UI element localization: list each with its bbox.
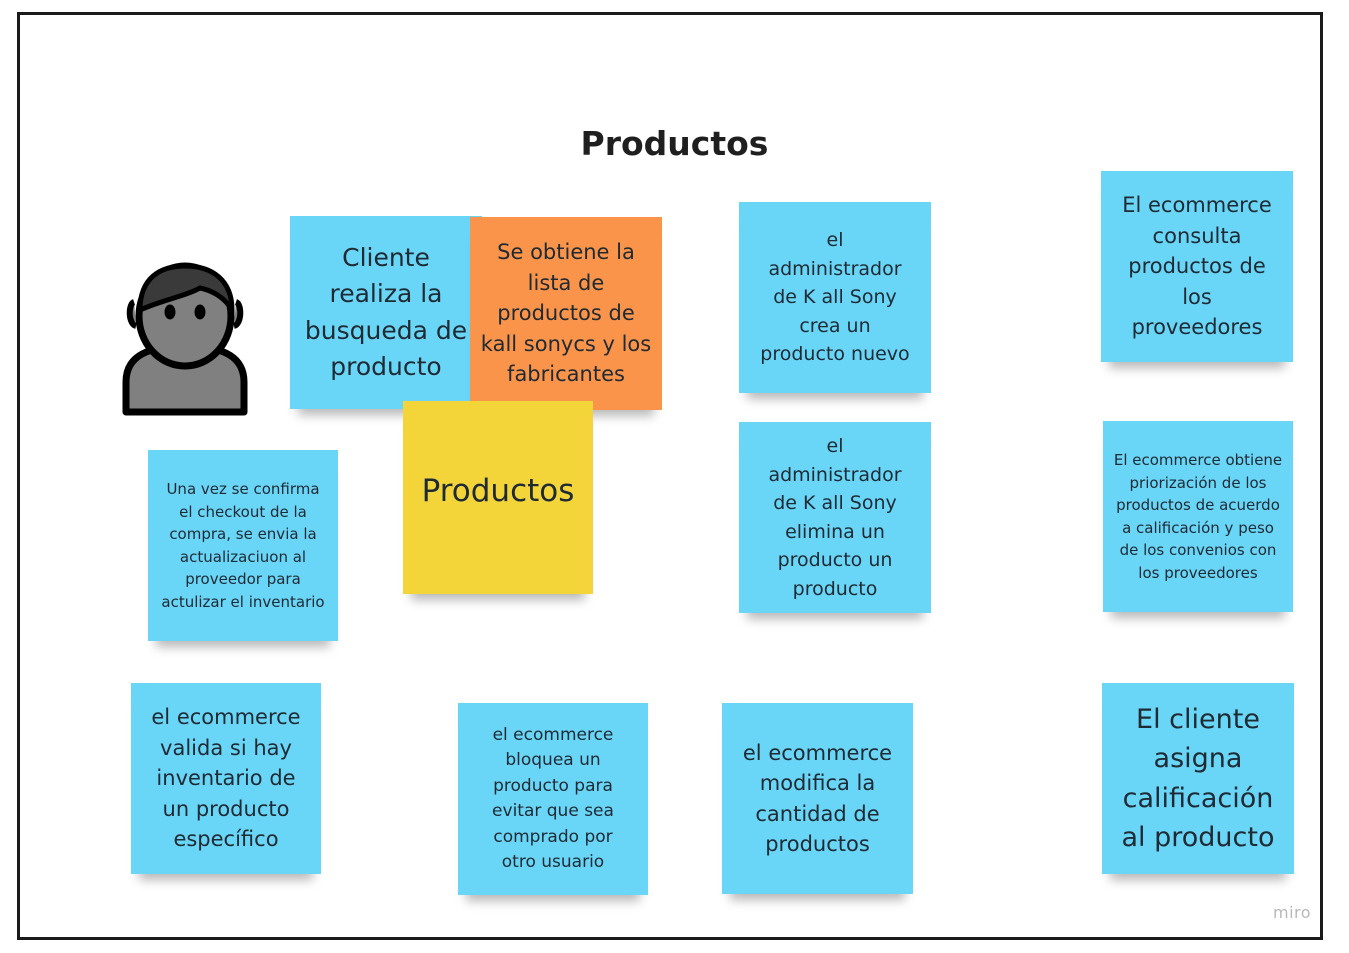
miro-watermark: miro <box>1273 903 1312 922</box>
note-text: Una vez se confirma el checkout de la co… <box>161 480 325 611</box>
board-title: Productos <box>580 124 769 163</box>
note-obtiene-lista[interactable]: Se obtiene la lista de productos de kall… <box>470 217 662 410</box>
note-text: el ecommerce bloquea un producto para ev… <box>492 724 614 873</box>
note-bloquea-producto[interactable]: el ecommerce bloquea un producto para ev… <box>458 703 648 895</box>
note-modifica-cantidad[interactable]: el ecommerce modifica la cantidad de pro… <box>722 703 913 894</box>
note-consulta-proveedores[interactable]: El ecommerce consulta productos de los p… <box>1101 171 1293 362</box>
note-text: Se obtiene la lista de productos de kall… <box>480 240 652 387</box>
note-valida-inventario[interactable]: el ecommerce valida si hay inventario de… <box>131 683 321 874</box>
note-text: el administrador de K all Sony elimina u… <box>768 435 902 600</box>
note-text: el administrador de K all Sony crea un p… <box>760 229 910 366</box>
user-person-icon <box>120 260 250 418</box>
note-text: Productos <box>421 473 575 509</box>
note-text: El ecommerce consulta productos de los p… <box>1122 193 1272 340</box>
note-text: el ecommerce valida si hay inventario de… <box>151 705 301 852</box>
note-admin-elimina[interactable]: el administrador de K all Sony elimina u… <box>739 422 931 613</box>
note-cliente-califica[interactable]: El cliente asigna calificación al produc… <box>1102 683 1294 874</box>
note-productos-central[interactable]: Productos <box>403 401 593 594</box>
note-checkout-inventario[interactable]: Una vez se confirma el checkout de la co… <box>148 450 338 641</box>
note-cliente-busqueda[interactable]: Cliente realiza la busqueda de producto <box>290 216 482 409</box>
note-text: Cliente realiza la busqueda de producto <box>304 243 468 381</box>
note-text: El ecommerce obtiene priorización de los… <box>1113 451 1283 582</box>
note-priorizacion[interactable]: El ecommerce obtiene priorización de los… <box>1103 421 1293 612</box>
note-text: el ecommerce modifica la cantidad de pro… <box>742 740 893 856</box>
note-admin-crea[interactable]: el administrador de K all Sony crea un p… <box>739 202 931 393</box>
note-text: El cliente asigna calificación al produc… <box>1121 704 1275 853</box>
